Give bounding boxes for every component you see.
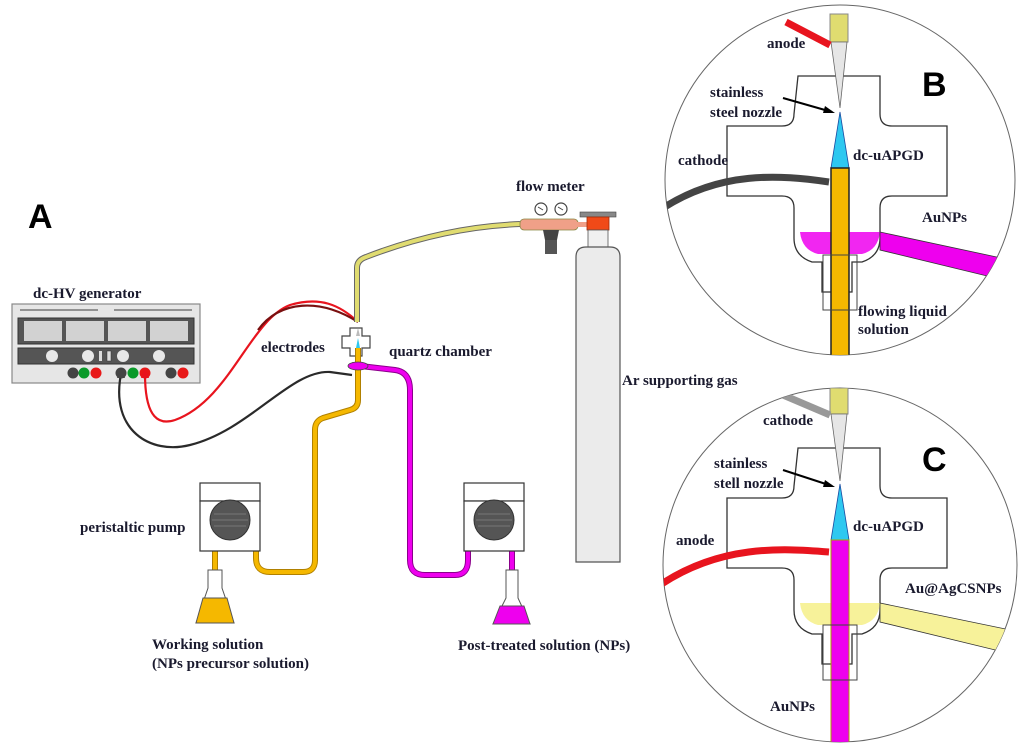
anode-cable [143,300,359,423]
c-anode-label: anode [676,533,715,549]
post-treated-label: Post-treated solution (NPs) [458,638,630,654]
flow-meter [519,202,588,254]
b-liquid-label-2: solution [858,322,910,338]
display-2 [66,321,104,341]
ar-gas-cylinder [575,211,621,563]
b-discharge-label: dc-uAPGD [853,148,924,164]
display-4 [150,321,188,341]
black-plug [117,368,125,378]
peristaltic-pump-2 [463,482,525,552]
working-solution-label-1: Working solution [152,637,264,653]
generator-label: dc-HV generator [33,286,142,302]
panel-label-a: A [28,198,53,236]
panel-b-detail [664,4,1016,356]
flow-meter-label: flow meter [516,179,585,195]
cathode-cable [118,370,353,449]
c-discharge-label: dc-uAPGD [853,519,924,535]
panel-label-b: B [922,66,947,104]
display-1 [24,321,62,341]
panel-c-detail [662,387,1018,743]
display-3 [108,321,146,341]
b-outlet-label: AuNPs [922,210,967,226]
electrodes-label: electrodes [261,340,325,356]
working-solution-label-2: (NPs precursor solution) [152,656,309,672]
pump-label: peristaltic pump [80,520,185,536]
gas-tube-outline [354,221,521,322]
peristaltic-pump-1 [199,482,261,552]
knob-3 [117,350,129,362]
c-nozzle-label-2: stell nozzle [714,476,784,492]
dc-hv-generator: dc-HV generator [11,286,201,384]
panel-label-c: C [922,441,947,479]
working-solution-tube [254,348,360,574]
gas-tube [355,222,521,322]
c-inlet-label: AuNPs [770,699,815,715]
red-plug [141,368,149,378]
c-nozzle-label-1: stainless [714,456,768,472]
post-treated-flask [492,569,531,625]
c-outlet-label: Au@AgCSNPs [905,581,1002,597]
c-cathode-label: cathode [763,413,813,429]
b-anode-label: anode [767,36,806,52]
working-solution-flask [195,569,235,624]
b-liquid-label-1: flowing liquid [858,304,947,320]
gas-label: Ar supporting gas [622,373,738,389]
knob-1 [46,350,58,362]
b-cathode-label: cathode [678,153,728,169]
quartz-chamber [341,327,371,357]
quartz-chamber-label: quartz chamber [389,344,492,360]
knob-2 [82,350,94,362]
b-nozzle-label-2: steel nozzle [710,105,782,121]
post-treated-tube [351,363,470,577]
knob-4 [153,350,165,362]
b-nozzle-label-1: stainless [710,85,764,101]
